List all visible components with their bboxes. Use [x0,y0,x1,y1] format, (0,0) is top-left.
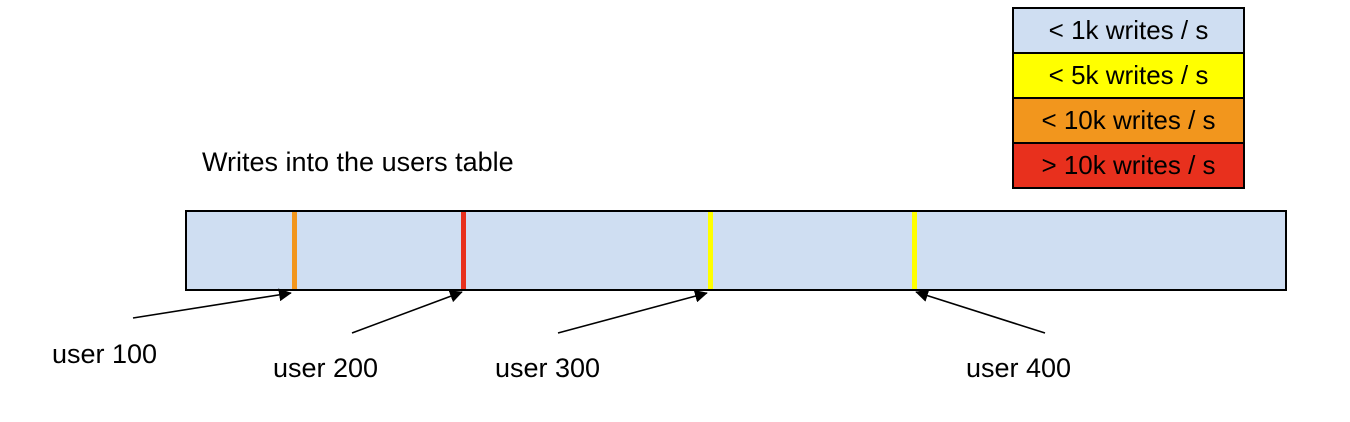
label-user-100: user 100 [52,339,158,369]
label-user-200: user 200 [273,353,379,383]
marker-stripe-user-400 [912,212,917,289]
legend-item-1: < 1k writes / s [1012,7,1245,54]
marker-stripe-user-200 [461,212,466,289]
legend-item-2: < 5k writes / s [1012,52,1245,99]
diagram-title: Writes into the users table [202,147,514,177]
marker-stripe-user-300 [708,212,713,289]
label-user-300: user 300 [495,353,601,383]
marker-stripe-user-100 [292,212,297,289]
users-table-bar [185,210,1287,291]
legend-item-label: < 10k writes / s [1041,105,1216,135]
label-user-400: user 400 [966,353,1072,383]
legend-item-3: < 10k writes / s [1012,97,1245,144]
legend-item-label: > 10k writes / s [1041,150,1216,180]
arrow-user-300 [557,289,708,334]
arrow-user-200 [351,290,463,334]
legend-item-4: > 10k writes / s [1012,142,1245,189]
arrow-user-100 [132,288,292,319]
arrow-user-400 [915,289,1046,334]
legend: < 1k writes / s < 5k writes / s < 10k writ… [1012,7,1245,189]
legend-item-label: < 5k writes / s [1048,60,1209,90]
legend-item-label: < 1k writes / s [1048,15,1209,45]
